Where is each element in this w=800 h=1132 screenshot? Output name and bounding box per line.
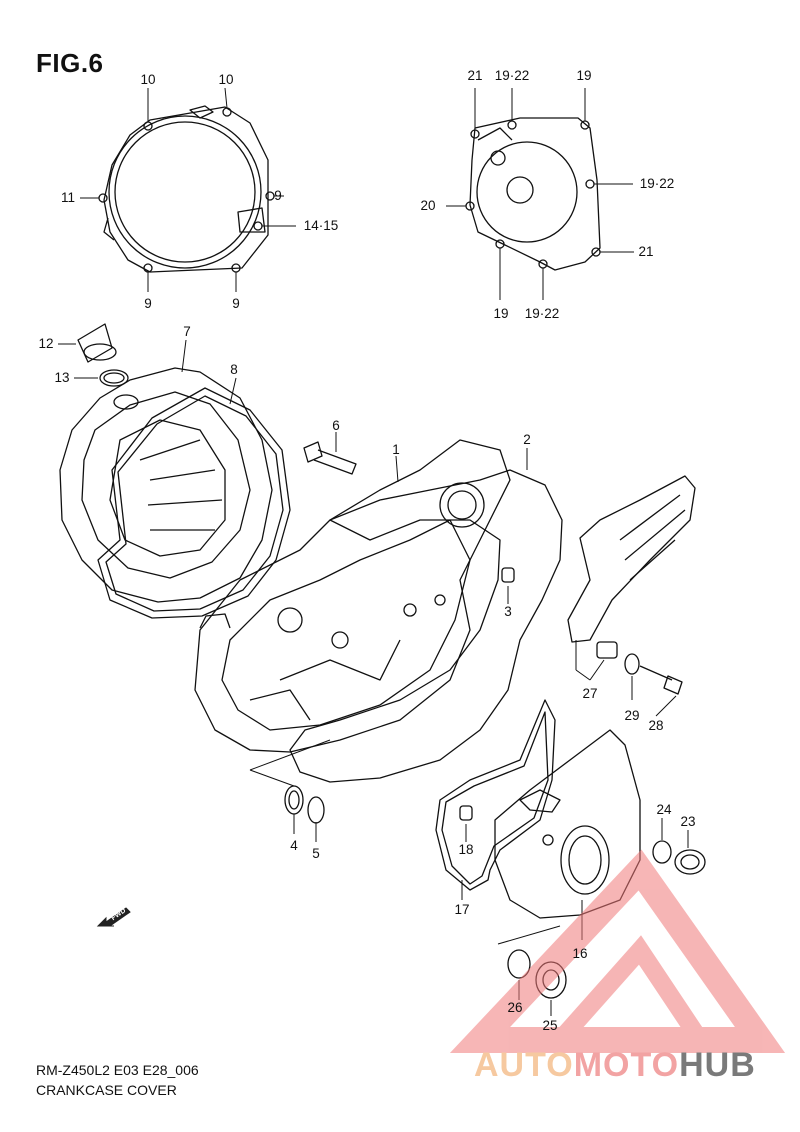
callout-12: 12 <box>38 336 53 351</box>
callout-21b: 21 <box>638 244 653 259</box>
watermark-hub: HUB <box>679 1046 756 1084</box>
callout-10b: 10 <box>218 72 233 87</box>
chain-guide-plate <box>567 475 696 659</box>
callout-2: 2 <box>523 432 531 447</box>
watermark-logo <box>449 849 786 1053</box>
callout-26: 26 <box>507 1000 522 1015</box>
model-code: RM-Z450L2 E03 E28_006 <box>36 1062 199 1078</box>
callout-9b: 9 <box>144 296 152 311</box>
callout-23: 23 <box>680 814 695 829</box>
washer-29 <box>624 653 640 675</box>
clutch-cover-gasket <box>97 377 291 619</box>
callout-29: 29 <box>624 708 639 723</box>
bolt-28 <box>639 665 683 695</box>
callout-27: 27 <box>582 686 597 701</box>
callout-28: 28 <box>648 718 663 733</box>
callout-9c: 9 <box>232 296 240 311</box>
callout-3: 3 <box>504 604 512 619</box>
callout-1922b: 19·22 <box>640 176 675 191</box>
callout-1415: 14·15 <box>304 218 339 233</box>
crankcase <box>194 439 511 753</box>
callout-1922a: 19·22 <box>495 68 530 83</box>
section-name: CRANKCASE COVER <box>36 1082 177 1098</box>
callout-20: 20 <box>420 198 435 213</box>
callout-1: 1 <box>392 442 400 457</box>
oil-seal-4 <box>284 785 304 815</box>
circlip-5 <box>307 796 325 824</box>
o-ring-24 <box>652 818 672 864</box>
callout-18: 18 <box>458 842 473 857</box>
callout-9a: 9 <box>274 188 282 203</box>
callout-19b: 19 <box>493 306 508 321</box>
callout-11: 11 <box>61 190 75 205</box>
clutch-outer-cover <box>98 105 275 273</box>
forward-arrow-icon: FWD <box>96 900 136 935</box>
o-ring-13 <box>74 369 129 387</box>
timing-plug-23 <box>674 830 706 875</box>
callout-7: 7 <box>183 324 191 339</box>
magneto-cover <box>465 117 601 271</box>
watermark-auto: AUTO <box>474 1046 574 1084</box>
dowel-pin-18 <box>459 805 473 842</box>
callout-13: 13 <box>54 370 69 385</box>
callout-5: 5 <box>312 846 320 861</box>
callout-21a: 21 <box>467 68 482 83</box>
callout-6: 6 <box>332 418 340 433</box>
callout-10a: 10 <box>140 72 155 87</box>
callout-16: 16 <box>572 946 587 961</box>
callout-19a: 19 <box>576 68 591 83</box>
clutch-cover <box>59 339 273 603</box>
figure-title: FIG.6 <box>36 48 104 78</box>
watermark-moto: MOTO <box>573 1046 680 1084</box>
callout-8: 8 <box>230 362 238 377</box>
callout-17: 17 <box>454 902 469 917</box>
watermark-text: AUTOMOTOHUB <box>474 1046 756 1085</box>
callout-1922c: 19·22 <box>525 306 560 321</box>
callout-24: 24 <box>656 802 672 817</box>
dowel-pin-3 <box>501 567 515 604</box>
crankcase-gasket <box>289 448 563 783</box>
magneto-gasket <box>435 699 556 900</box>
oil-filler-cap <box>58 323 117 363</box>
callout-4: 4 <box>290 838 298 853</box>
bolt-6 <box>303 432 357 475</box>
callout-25: 25 <box>542 1018 557 1033</box>
